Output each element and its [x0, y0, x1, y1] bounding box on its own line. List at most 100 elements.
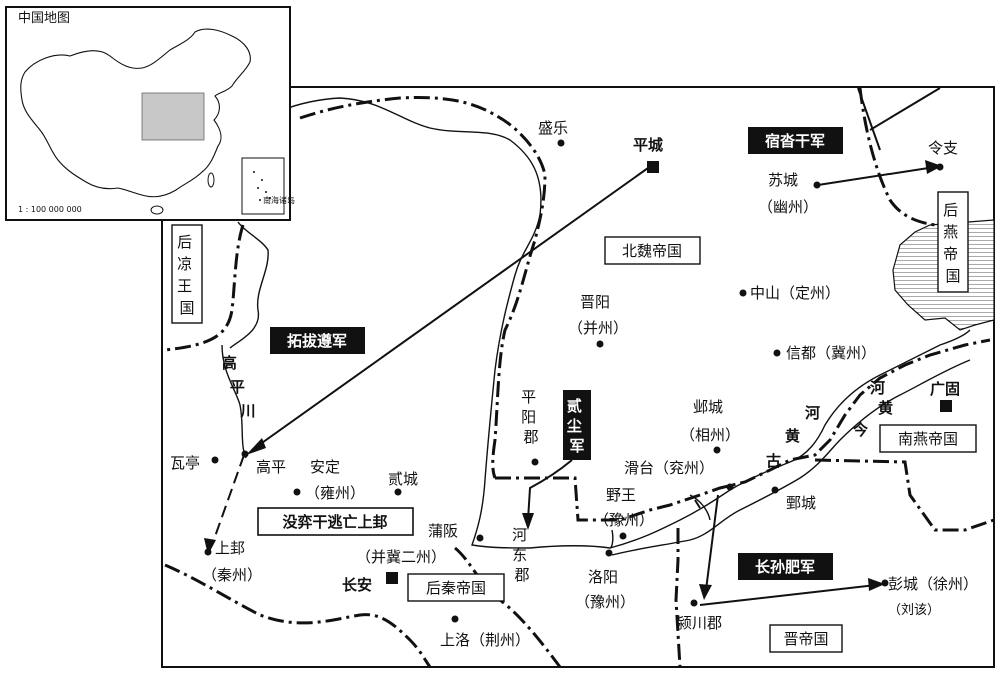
- label-yewang: 野王: [606, 486, 636, 504]
- city-dot-huatai: [726, 483, 734, 491]
- route-sudagan: [817, 166, 936, 186]
- label-yuzhou-1: （豫州）: [594, 511, 654, 529]
- route-zhangsun-2: [699, 584, 877, 606]
- city-dot-puban: [476, 534, 484, 542]
- inset-scale: 1 : 100 000 000: [18, 205, 82, 214]
- label-shangluo: 上洛（荆州）: [440, 631, 530, 649]
- army-erchen-c3: 军: [569, 437, 584, 455]
- arrow-head-erchen: [522, 513, 534, 530]
- state-houyan-c4: 国: [945, 267, 960, 285]
- label-anding: 安定: [310, 458, 340, 476]
- label-jinhuanghe: 今 黄 河: [852, 379, 898, 439]
- label-xindu: 信都（冀州）: [786, 344, 876, 362]
- city-dot-anding: [293, 488, 301, 496]
- army-sudagan: 宿沓干军: [765, 132, 825, 150]
- city-dot-shangluo: [451, 615, 459, 623]
- route-moyigan: [211, 454, 245, 546]
- label-guanggu: 广固: [930, 380, 960, 398]
- city-dot-jinyang: [596, 340, 604, 348]
- army-erchen-c2: 尘: [567, 417, 582, 435]
- state-jin: 晋帝国: [783, 630, 828, 648]
- label-hedong-c2: 东: [512, 546, 527, 564]
- label-pingyang-c3: 郡: [523, 428, 538, 446]
- state-houliang-c4: 国: [179, 299, 194, 317]
- label-guhuanghe-c2: 黄: [785, 427, 800, 445]
- label-luoyang: 洛阳: [588, 568, 618, 586]
- state-box-houqin: [407, 573, 505, 602]
- tributary-1: [609, 529, 614, 549]
- city-dot-ercheng: [394, 488, 402, 496]
- label-yongzhou: （雍州）: [305, 484, 365, 502]
- inset-hainan: [150, 205, 164, 215]
- route-tuoba: [251, 167, 649, 451]
- label-jinhuanghe-c2: 黄: [878, 399, 893, 417]
- city-dot-zhongshan: [739, 289, 747, 297]
- inset-title: 中国地图: [18, 11, 70, 26]
- state-houliang-c2: 凉: [177, 255, 192, 273]
- inset-islands-label: 南海诸岛: [263, 195, 295, 205]
- army-box-tuoba: [270, 327, 365, 354]
- label-gaopingchuan-c1: 高: [222, 354, 237, 372]
- state-houyan-c3: 帝: [943, 245, 958, 263]
- northeast-line-2: [869, 87, 941, 131]
- label-bingzhou: （并州）: [568, 319, 628, 337]
- border-jin-west: [674, 528, 682, 668]
- state-beiwei: 北魏帝国: [622, 242, 682, 260]
- label-guhuanghe-c3: 河: [805, 404, 820, 422]
- label-shanggui: 上邽: [215, 539, 245, 557]
- army-tuoba: 拓拔遵军: [287, 332, 347, 350]
- city-dot-shanggui: [204, 548, 212, 556]
- border-qin-wei: [495, 338, 991, 522]
- label-jinyang: 晋阳: [580, 293, 610, 311]
- label-yingchuan: 颍川郡: [677, 614, 722, 632]
- flight-box-moyigan: [257, 507, 414, 536]
- city-dot-wating: [211, 456, 219, 464]
- china-outline: [20, 28, 251, 198]
- state-houyan-c1: 后: [943, 201, 958, 219]
- label-youzhou: （幽州）: [758, 198, 818, 216]
- main-map-frame: [161, 86, 995, 668]
- border-south: [164, 563, 432, 668]
- label-ercheng: 贰城: [388, 470, 418, 488]
- arrow-head-zhangsun-2: [868, 578, 885, 591]
- label-changan: 长安: [342, 576, 372, 594]
- label-guhuanghe-c1: 古: [766, 452, 781, 470]
- army-erchen: 贰 尘 军: [567, 397, 587, 455]
- label-liugai: （刘该）: [888, 603, 940, 618]
- label-gaopingchuan: 高 平 川: [222, 354, 256, 420]
- border-east-north: [858, 87, 936, 227]
- label-zhongshan: 中山（定州）: [750, 284, 840, 302]
- old-yellow-river: [609, 329, 971, 549]
- gaoping-river: [229, 221, 269, 349]
- arrow-head-sudagan: [925, 160, 942, 174]
- label-guhuanghe: 古 黄 河: [766, 404, 820, 470]
- label-jinhuanghe-c3: 河: [870, 379, 885, 397]
- label-wating: 瓦亭: [170, 454, 200, 472]
- army-box-erchen: [563, 390, 591, 460]
- arrow-head-zhangsun-1: [699, 584, 712, 600]
- label-bingji: （并冀二州）: [356, 548, 446, 566]
- inset-highlight-region: [141, 92, 205, 141]
- state-houliang-c3: 王: [177, 277, 192, 295]
- label-shengle: 盛乐: [538, 119, 568, 137]
- state-houliang-c1: 后: [177, 233, 192, 251]
- army-box-zhangsun: [738, 553, 833, 580]
- label-yuzhou-2: （豫州）: [575, 593, 635, 611]
- city-dot-gaoping: [241, 450, 249, 458]
- label-pingyang-c2: 阳: [521, 408, 536, 426]
- city-dot-luoyang: [605, 549, 613, 557]
- route-erchen: [527, 459, 573, 521]
- state-nanyan: 南燕帝国: [898, 430, 958, 448]
- label-sucheng: 苏城: [768, 171, 798, 189]
- border-north: [299, 96, 547, 479]
- label-hedong: 河 东 郡: [512, 526, 532, 584]
- label-puban: 蒲阪: [428, 522, 458, 540]
- city-dot-shengle: [557, 139, 565, 147]
- label-jinhuanghe-c1: 今: [852, 421, 868, 439]
- arrow-head-tuoba: [246, 438, 266, 455]
- army-erchen-c1: 贰: [567, 397, 582, 415]
- state-box-beiwei: [604, 236, 701, 265]
- state-box-houyan: [937, 191, 969, 293]
- capital-changan: [386, 572, 398, 584]
- army-box-sudagan: [748, 127, 843, 154]
